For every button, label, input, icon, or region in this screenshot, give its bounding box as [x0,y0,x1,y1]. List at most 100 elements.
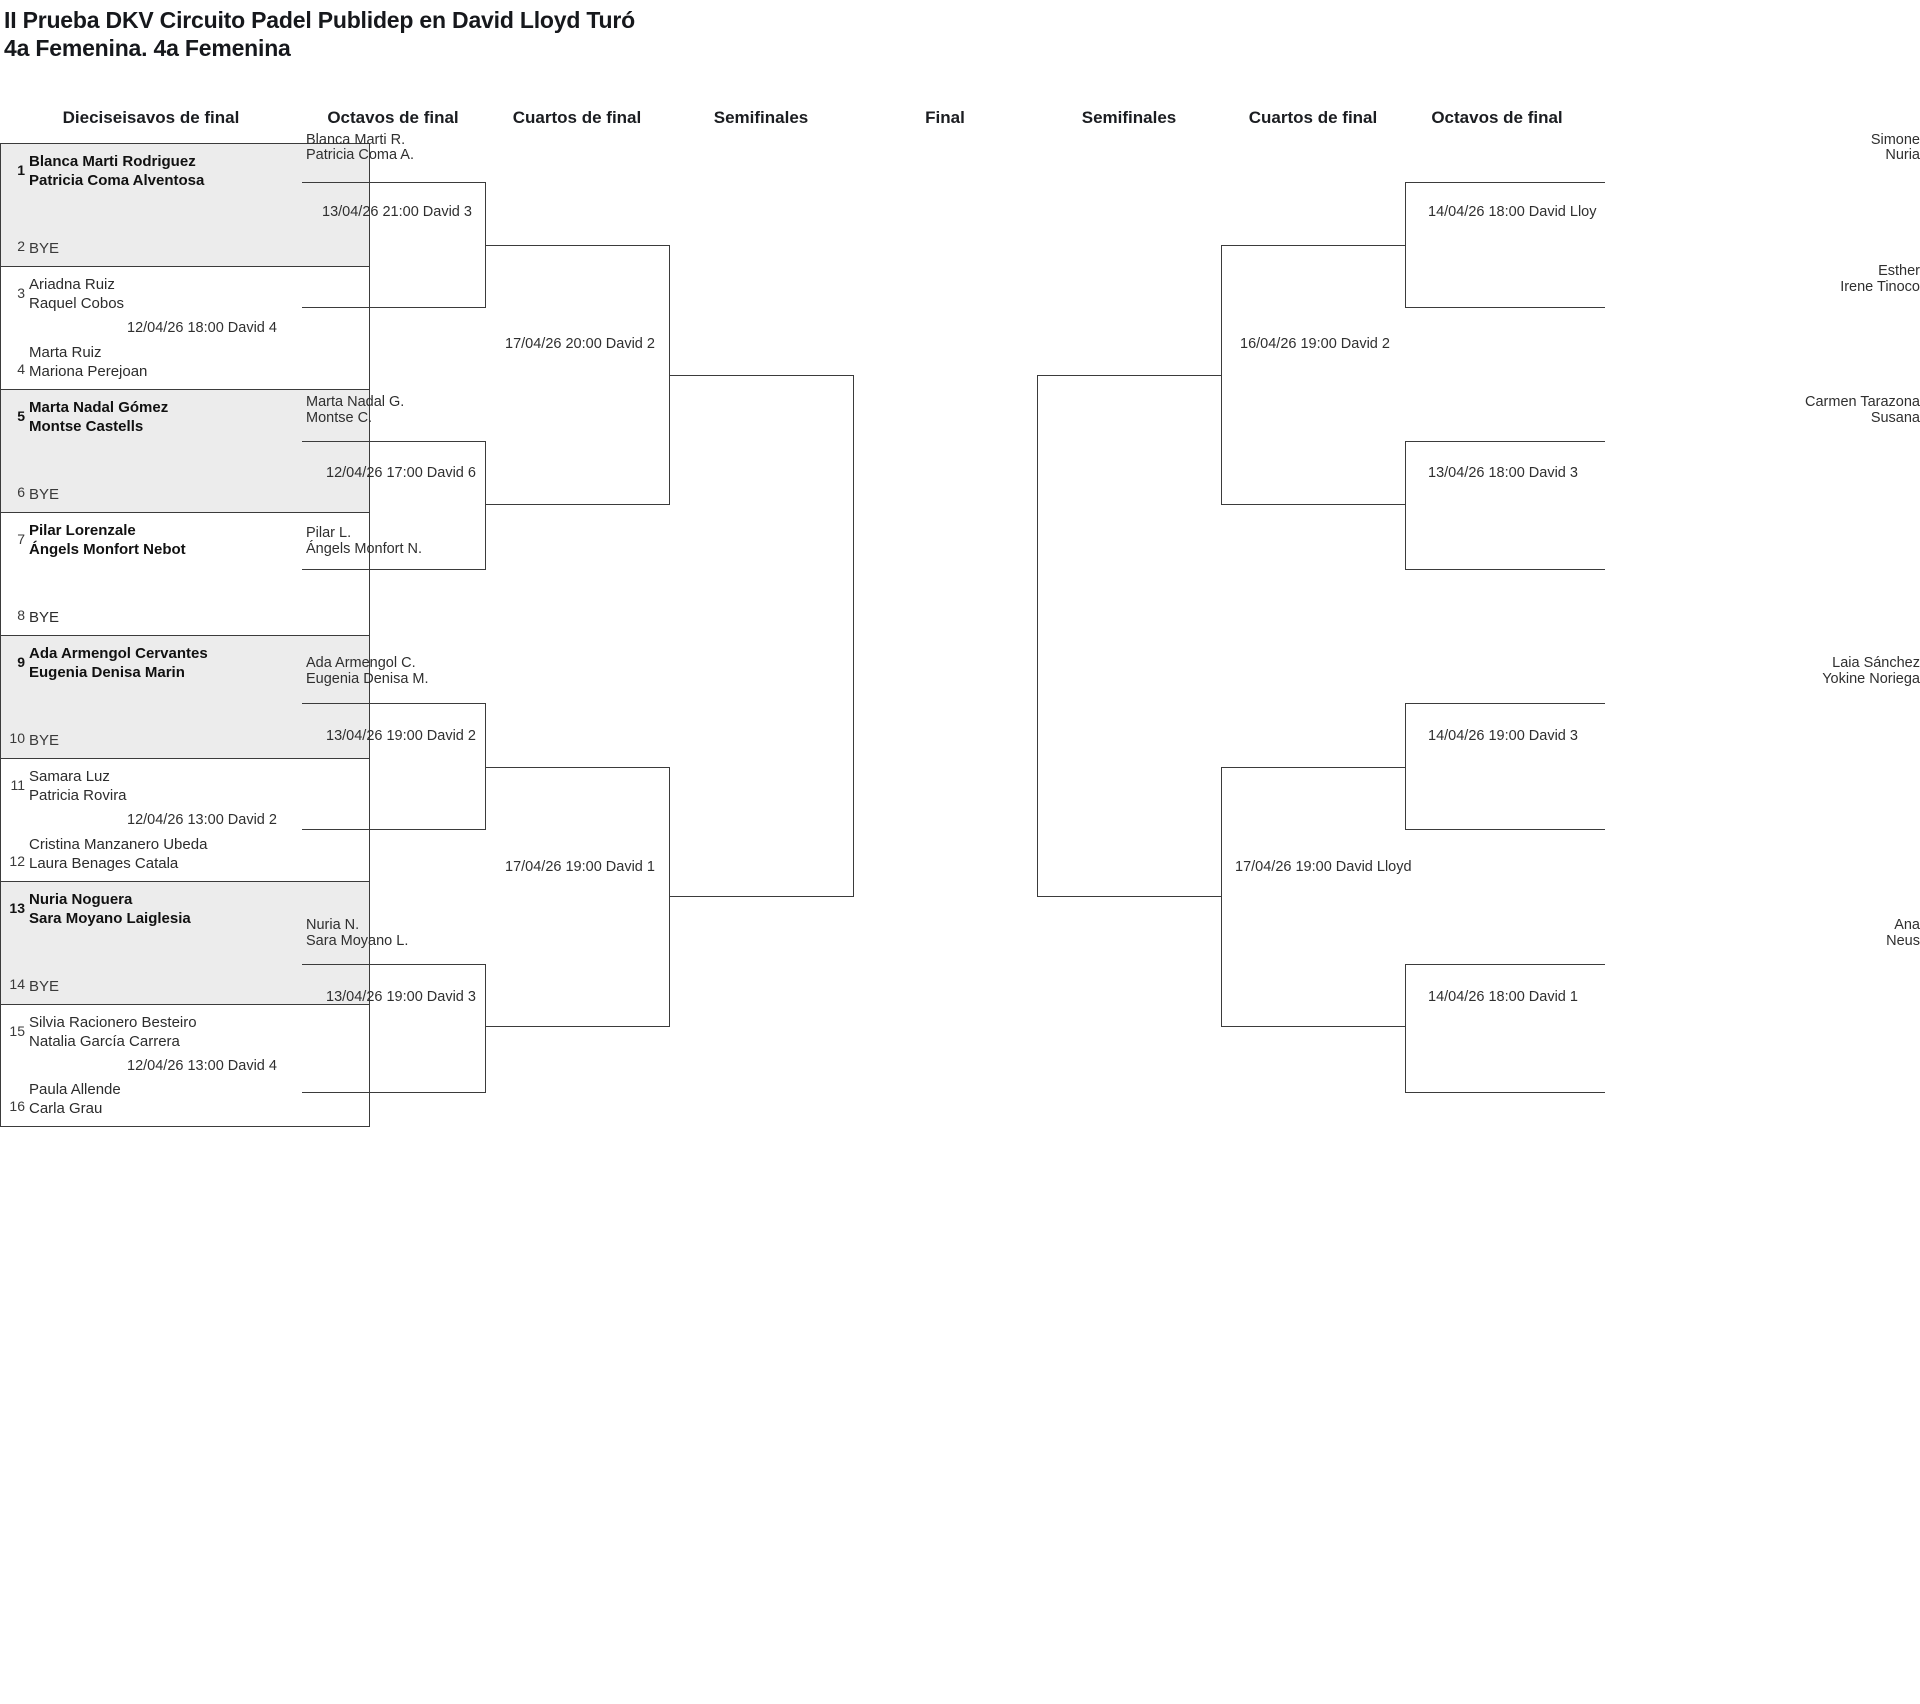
semifinal-connector-right[interactable] [1037,375,1221,897]
player-name: Ariadna Ruiz [29,276,115,293]
seed-number: 4 [17,361,25,377]
round-header-octavos-left: Octavos de final [327,108,459,127]
r16-connector[interactable] [1405,964,1605,1093]
player-name: Marta Nadal Gómez [29,399,169,416]
quarterfinal-connector[interactable] [486,767,670,1027]
seed-entry[interactable]: 10 BYE [1,710,369,750]
r16-entrant-name: Ana [1894,917,1920,933]
r16-connector[interactable] [1405,182,1605,308]
seed-pair[interactable]: 11 Samara Luz Patricia Rovira 12/04/26 1… [0,758,370,881]
r16-entrant-name: Irene Tinoco [1840,279,1920,295]
seed-entry[interactable]: 7 Pilar Lorenzale Ángels Monfort Nebot [1,521,369,561]
seed-pair[interactable]: 9 Ada Armengol Cervantes Eugenia Denisa … [0,635,370,758]
seed-number: 6 [17,484,25,500]
match-schedule: 14/04/26 18:00 David 1 [1428,989,1578,1005]
r16-entrant-name: Laia Sánchez [1832,655,1920,671]
r16-entrant-name: Nuria N. [306,917,360,933]
seed-entry[interactable]: 5 Marta Nadal Gómez Montse Castells [1,398,369,438]
r16-connector[interactable] [1405,441,1605,570]
player-name: Mariona Perejoan [29,363,148,380]
seed-number: 15 [9,1023,25,1039]
player-name: BYE [29,240,60,257]
player-name: Paula Allende [29,1081,121,1098]
player-name: Nuria Noguera [29,891,133,908]
player-name: Eugenia Denisa Marin [29,664,185,681]
player-name: Carla Grau [29,1100,103,1117]
player-name: Cristina Manzanero Ubeda [29,836,208,853]
player-name: BYE [29,732,60,749]
player-name: Raquel Cobos [29,295,125,312]
seed-entry[interactable]: 4 Marta Ruiz Mariona Perejoan [1,341,369,381]
r16-entrant-name: Yokine Noriega [1822,671,1920,687]
semifinal-connector-left[interactable] [670,375,854,897]
player-name: Blanca Marti Rodriguez [29,153,196,170]
seed-pair[interactable]: 15 Silvia Racionero Besteiro Natalia Gar… [0,1004,370,1127]
seed-entry[interactable]: 6 BYE [1,464,369,504]
quarterfinal-connector[interactable] [486,245,670,505]
seed-entry[interactable]: 2 BYE [1,218,369,258]
seed-number: 14 [9,976,25,992]
seed-entry[interactable]: 11 Samara Luz Patricia Rovira [1,767,369,807]
r16-entrant-name: Esther [1878,263,1920,279]
seed-number: 16 [9,1098,25,1114]
player-name: Silvia Racionero Besteiro [29,1014,197,1031]
round-header-final: Final [925,108,965,127]
player-name: Sara Moyano Laiglesia [29,910,191,927]
match-schedule: 13/04/26 19:00 David 3 [326,989,476,1005]
player-name: Natalia García Carrera [29,1033,180,1050]
match-schedule: 14/04/26 18:00 David Lloy [1428,204,1597,220]
seed-entry[interactable]: 3 Ariadna Ruiz Raquel Cobos [1,275,369,315]
round-header-cuartos-left: Cuartos de final [512,108,642,127]
seed-number: 13 [9,900,25,916]
seed-number: 8 [17,607,25,623]
seed-pair[interactable]: 5 Marta Nadal Gómez Montse Castells 6 BY… [0,389,370,512]
match-schedule: 13/04/26 19:00 David 2 [326,728,476,744]
r16-entrant-name: Eugenia Denisa M. [306,671,429,687]
match-schedule: 12/04/26 18:00 David 4 [127,320,277,336]
seed-number: 3 [17,285,25,301]
seed-entry[interactable]: 16 Paula Allende Carla Grau [1,1078,369,1118]
match-schedule: 12/04/26 13:00 David 2 [127,812,277,828]
seed-entry[interactable]: 9 Ada Armengol Cervantes Eugenia Denisa … [1,644,369,684]
seed-entry[interactable]: 13 Nuria Noguera Sara Moyano Laiglesia [1,890,369,930]
r16-connector[interactable] [302,441,486,570]
seed-entry[interactable]: 15 Silvia Racionero Besteiro Natalia Gar… [1,1013,369,1053]
round-header-semifinales-right: Semifinales [1081,108,1177,127]
r16-entrant-name: Ada Armengol C. [306,655,416,671]
seed-pair[interactable]: 3 Ariadna Ruiz Raquel Cobos 12/04/26 18:… [0,266,370,389]
quarterfinal-connector[interactable] [1221,767,1405,1027]
round-header-cuartos-right: Cuartos de final [1248,108,1378,127]
round-header-octavos-right: Octavos de final [1431,108,1563,127]
seed-pair[interactable]: 7 Pilar Lorenzale Ángels Monfort Nebot 8… [0,512,370,635]
match-schedule: 17/04/26 19:00 David Lloyd [1235,859,1412,875]
seed-number: 9 [17,654,25,670]
match-schedule: 17/04/26 20:00 David 2 [505,336,655,352]
match-schedule: 13/04/26 21:00 David 3 [322,204,472,220]
round-header-semifinales-left: Semifinales [713,108,809,127]
seed-number: 1 [17,162,25,178]
match-schedule: 13/04/26 18:00 David 3 [1428,465,1578,481]
r16-entrant-name: Pilar L. [306,525,352,541]
r16-connector[interactable] [1405,703,1605,830]
match-schedule: 12/04/26 17:00 David 6 [326,465,476,481]
r16-entrant-name: Simone [1870,132,1920,148]
seed-pair[interactable]: 13 Nuria Noguera Sara Moyano Laiglesia 1… [0,881,370,1004]
seed-entry[interactable]: 14 BYE [1,956,369,996]
seed-pair[interactable]: 1 Blanca Marti Rodriguez Patricia Coma A… [0,143,370,266]
seed-entry[interactable]: 1 Blanca Marti Rodriguez Patricia Coma A… [1,152,369,192]
player-name: Patricia Rovira [29,787,127,804]
seed-number: 12 [9,853,25,869]
page-title: II Prueba DKV Circuito Padel Publidep en… [4,6,1204,62]
r16-entrant-name: Nuria [1885,147,1920,163]
round-header-dieciseisavos: Dieciseisavos de final [62,108,240,127]
r16-entrant-name: Carmen Tarazona [1805,394,1920,410]
player-name: Ángels Monfort Nebot [29,541,186,558]
quarterfinal-connector[interactable] [1221,245,1405,505]
seed-entry[interactable]: 12 Cristina Manzanero Ubeda Laura Benage… [1,833,369,873]
r16-connector[interactable] [302,703,486,830]
r16-connector[interactable] [302,182,486,308]
r16-entrant-name: Ángels Monfort N. [306,541,423,557]
r16-connector[interactable] [302,964,486,1093]
seed-entry[interactable]: 8 BYE [1,587,369,627]
